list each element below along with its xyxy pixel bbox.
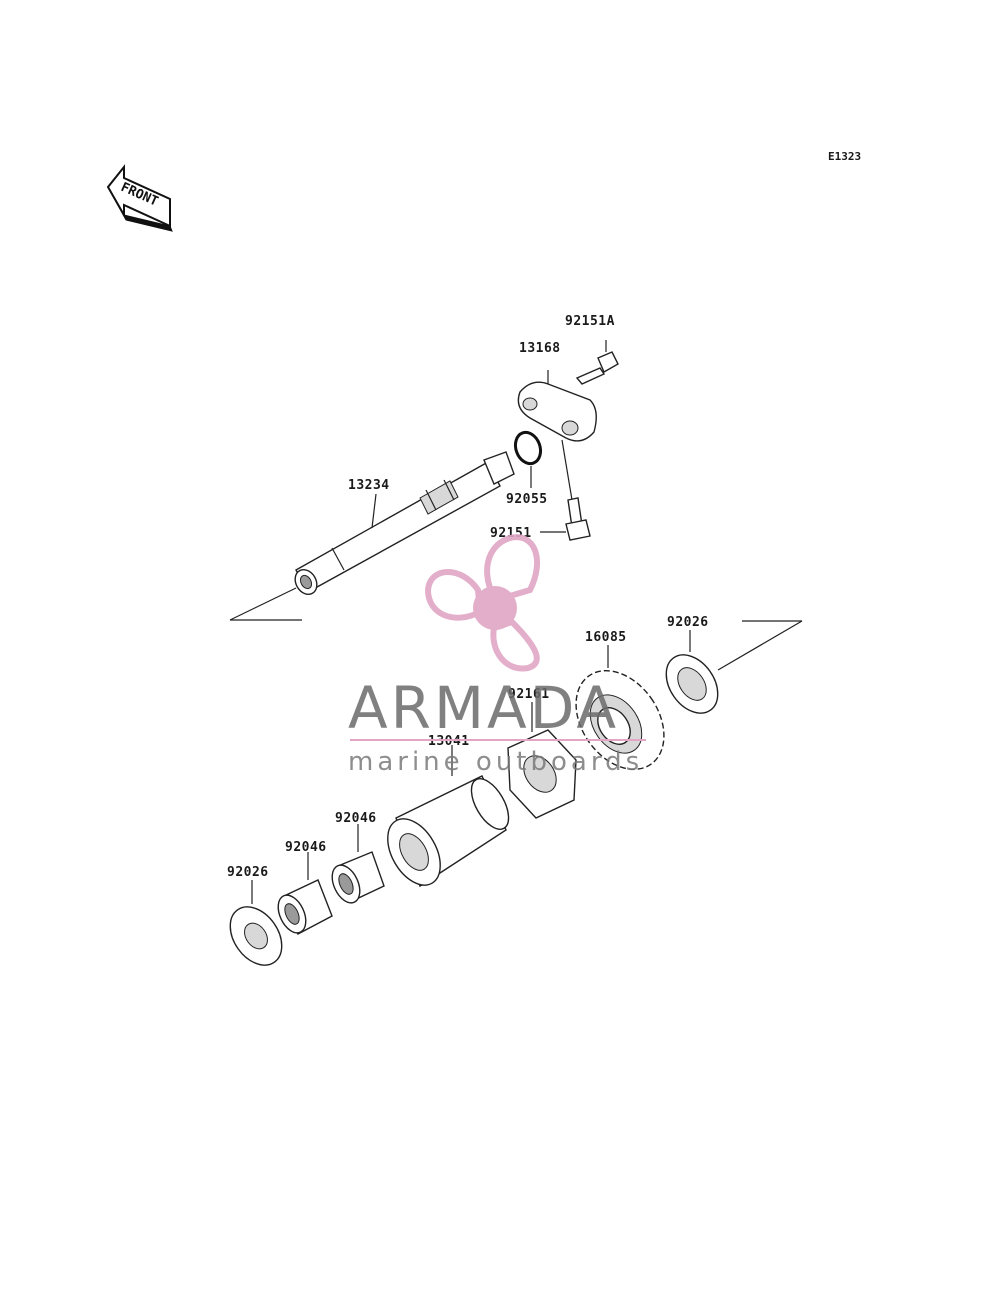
- part-label-92026-left: 92026: [227, 865, 269, 880]
- bracket-13168: [517, 370, 597, 442]
- hub-13041: [387, 745, 510, 888]
- bolt-92151A: [575, 340, 619, 385]
- washer-92026-right: [665, 630, 719, 714]
- gear-16085: [575, 645, 665, 771]
- part-label-92046-upper: 92046: [335, 811, 377, 826]
- shaft-13234: [294, 451, 515, 596]
- front-arrow-icon: FRONT: [106, 164, 173, 232]
- propeller-logo-icon: [424, 534, 541, 672]
- assembly-guide-lines: [229, 587, 803, 671]
- watermark-title: ARMADA: [348, 674, 619, 742]
- part-label-92046-lower: 92046: [285, 840, 327, 855]
- part-label-92151A: 92151A: [565, 314, 615, 329]
- damper-92161: [507, 702, 577, 819]
- diagram-code: E1323: [828, 150, 861, 163]
- bearing-92046-lower: [277, 852, 333, 935]
- part-label-92026-right: 92026: [667, 615, 709, 630]
- washer-92026-left: [229, 880, 283, 966]
- part-label-92161: 92161: [508, 687, 550, 702]
- bolt-92151: [540, 439, 591, 541]
- part-label-16085: 16085: [585, 630, 627, 645]
- part-label-13041: 13041: [428, 734, 470, 749]
- oring-92055: [513, 430, 543, 488]
- watermark-subtitle: marine outboards: [348, 747, 643, 777]
- part-label-13234: 13234: [348, 478, 390, 493]
- bearing-92046-upper: [331, 824, 385, 904]
- part-label-13168: 13168: [519, 341, 561, 356]
- part-label-92055: 92055: [506, 492, 548, 507]
